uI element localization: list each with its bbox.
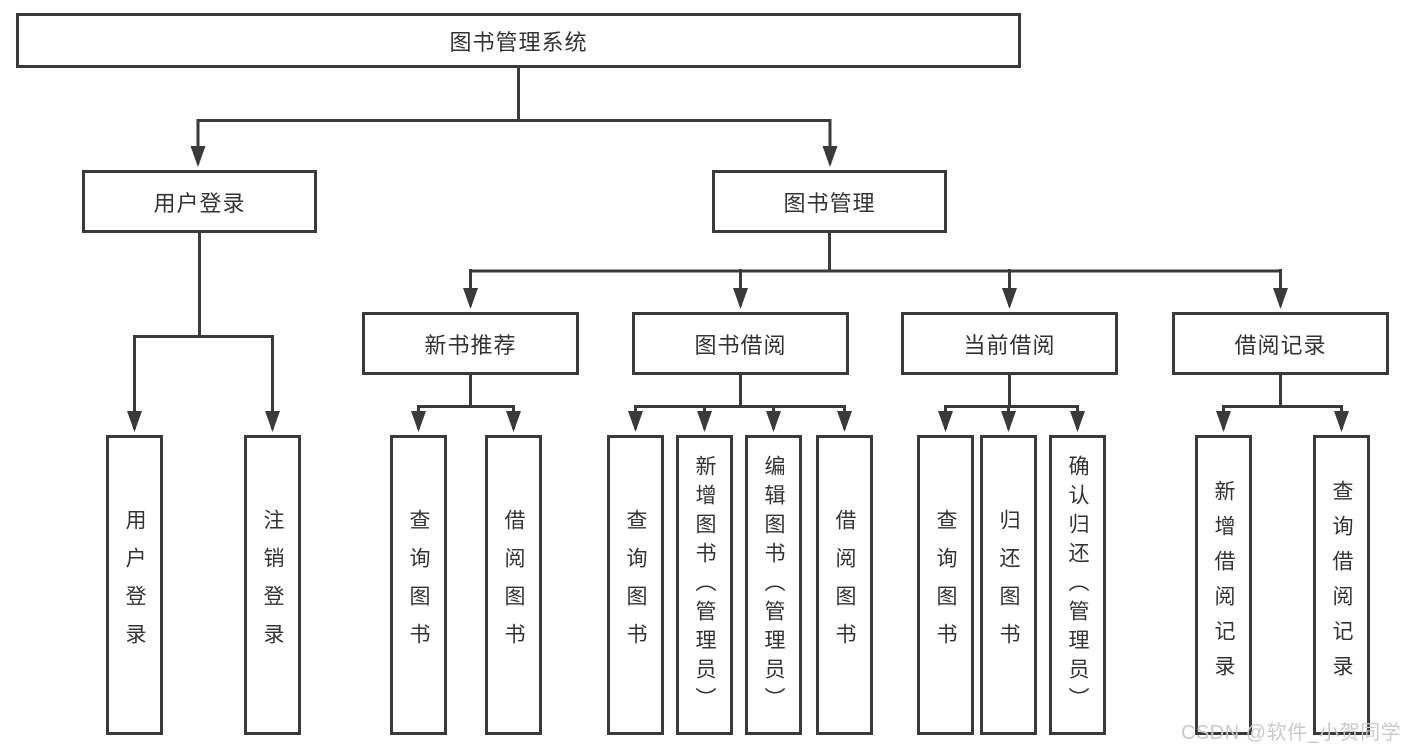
leaf-add-books-admin: 新增图书（管理员） bbox=[676, 435, 733, 735]
leaf-confirm-return-admin: 确认归还（管理员） bbox=[1049, 435, 1106, 735]
leaf-label: 查询借阅记录 bbox=[1330, 480, 1353, 690]
leaf-query-books-recommend: 查询图书 bbox=[390, 435, 447, 735]
node-root: 图书管理系统 bbox=[16, 13, 1021, 68]
leaf-label: 查询图书 bbox=[407, 509, 430, 661]
leaf-label: 新增图书（管理员） bbox=[693, 454, 716, 716]
leaf-label: 确认归还（管理员） bbox=[1066, 454, 1089, 716]
connector-skeleton bbox=[134, 68, 1342, 408]
leaf-borrow-books-borrowing: 借阅图书 bbox=[816, 435, 873, 735]
leaf-label: 归还图书 bbox=[997, 509, 1020, 661]
leaf-label: 借阅图书 bbox=[833, 509, 856, 661]
leaf-label: 用户登录 bbox=[123, 509, 146, 661]
csdn-watermark: CSDN @软件_小贺同学 bbox=[1181, 722, 1402, 744]
leaf-user-login: 用户登录 bbox=[106, 435, 163, 735]
leaf-label: 新增借阅记录 bbox=[1212, 480, 1235, 690]
leaf-query-books-current: 查询图书 bbox=[917, 435, 974, 735]
node-new-book-recommend: 新书推荐 bbox=[362, 312, 579, 375]
leaf-add-borrow-record: 新增借阅记录 bbox=[1195, 435, 1252, 735]
leaf-label: 编辑图书（管理员） bbox=[762, 454, 785, 716]
leaf-query-borrow-record: 查询借阅记录 bbox=[1313, 435, 1370, 735]
leaf-edit-books-admin: 编辑图书（管理员） bbox=[745, 435, 802, 735]
leaf-borrow-books-recommend: 借阅图书 bbox=[485, 435, 542, 735]
node-current-borrowing: 当前借阅 bbox=[901, 312, 1118, 375]
leaf-label: 借阅图书 bbox=[502, 509, 525, 661]
leaf-label: 查询图书 bbox=[624, 509, 647, 661]
leaf-logout: 注销登录 bbox=[244, 435, 301, 735]
node-borrowing-records: 借阅记录 bbox=[1172, 312, 1389, 375]
leaf-label: 查询图书 bbox=[934, 509, 957, 661]
leaf-query-books-borrowing: 查询图书 bbox=[607, 435, 664, 735]
node-book-management: 图书管理 bbox=[712, 170, 947, 233]
leaf-return-books: 归还图书 bbox=[980, 435, 1037, 735]
connector-arrows bbox=[127, 119, 1349, 432]
leaf-label: 注销登录 bbox=[261, 509, 284, 661]
node-book-borrowing: 图书借阅 bbox=[632, 312, 849, 375]
node-user-login: 用户登录 bbox=[82, 170, 317, 233]
